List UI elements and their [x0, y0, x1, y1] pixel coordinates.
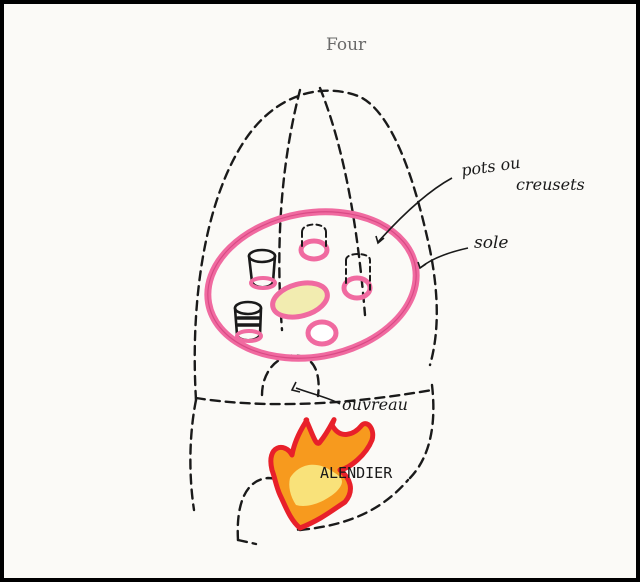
pot-top [298, 238, 330, 262]
title-four: Four [326, 35, 367, 55]
sole-hearth [204, 208, 420, 362]
lower-rim [194, 388, 434, 406]
label-pots-ou: pots ou [460, 153, 522, 180]
label-ouvreau: ouvreau [342, 395, 408, 414]
pot-lower-right [305, 319, 339, 347]
alendier-base-left [236, 538, 258, 546]
flame [268, 417, 376, 531]
alendier-arch [236, 476, 300, 542]
leader-pots-arrow [375, 235, 385, 245]
label-creusets: creusets [516, 175, 585, 194]
dome-rib-left [278, 88, 302, 332]
dome-rib-right [318, 86, 367, 317]
leader-pots [377, 177, 453, 243]
pot-center [270, 280, 330, 320]
label-alendier: ALENDIER [320, 464, 393, 482]
leader-sole [419, 247, 469, 269]
leader-ouvreau-arrow [290, 381, 301, 393]
pot-right [341, 275, 373, 301]
body-left-side [189, 398, 198, 512]
furnace-dome [189, 86, 438, 546]
leader-sole-arrow [417, 261, 427, 270]
label-sole: sole [474, 233, 508, 253]
leader-ouvreau [295, 387, 341, 405]
alendier-base-right [298, 478, 410, 532]
label-leaders [290, 177, 469, 405]
pots-group [233, 223, 373, 347]
body-right-side [408, 383, 435, 480]
